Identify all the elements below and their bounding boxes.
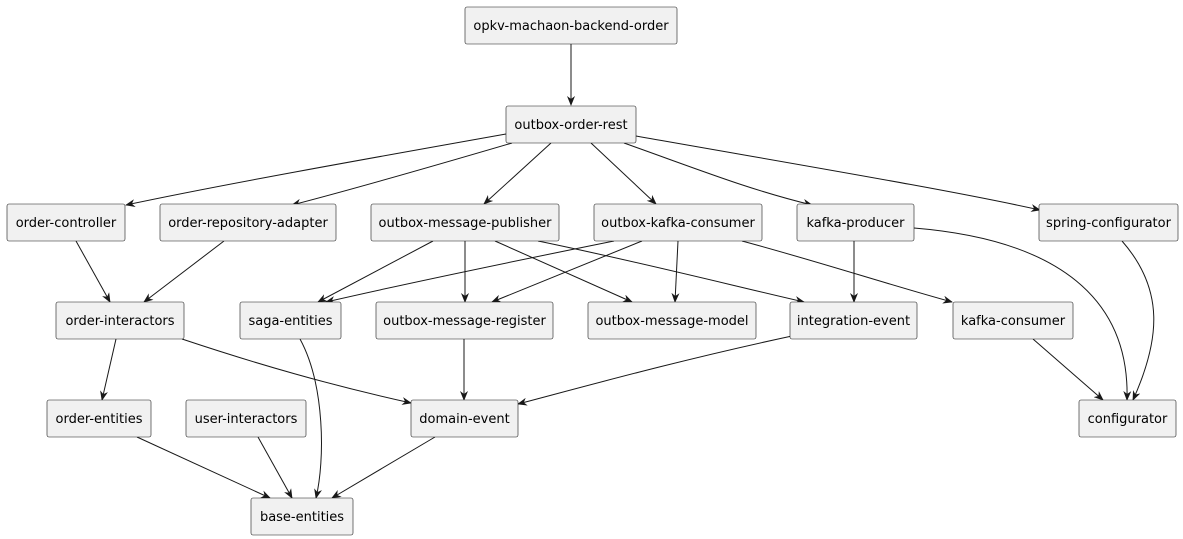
node-label: order-interactors <box>65 314 174 329</box>
edge-order-controller-to-order-interactors <box>75 240 111 303</box>
node-box <box>185 399 307 438</box>
edge-outbox-kafka-consumer-to-saga-entities <box>325 240 615 304</box>
node-base-entities: base-entities <box>250 497 354 536</box>
edge-order-interactors-to-domain-event <box>181 338 412 405</box>
node-kafka-consumer: kafka-consumer <box>952 301 1074 340</box>
node-box <box>410 399 519 438</box>
node-label: domain-event <box>419 412 509 427</box>
node-box <box>55 301 185 340</box>
node-box <box>952 301 1074 340</box>
node-box <box>6 203 126 242</box>
node-integration-event: integration-event <box>789 301 918 340</box>
node-label: base-entities <box>260 510 344 525</box>
node-label: order-controller <box>16 216 117 231</box>
node-box <box>587 301 757 340</box>
node-outbox-message-model: outbox-message-model <box>587 301 757 340</box>
edge-domain-event-to-base-entities <box>331 436 436 499</box>
edge-order-interactors-to-order-entities <box>100 338 117 401</box>
node-domain-event: domain-event <box>410 399 519 438</box>
edge-outbox-order-rest-to-kafka-producer <box>623 142 813 207</box>
edge-outbox-kafka-consumer-to-outbox-message-model <box>671 240 680 303</box>
node-label: spring-configurator <box>1046 216 1172 231</box>
edge-kafka-producer-to-configurator <box>913 227 1132 401</box>
node-box <box>250 497 354 536</box>
node-outbox-message-register: outbox-message-register <box>375 301 554 340</box>
nodes-layer: opkv-machaon-backend-order outbox-order-r… <box>6 6 1179 536</box>
edge-order-repository-adapter-to-order-interactors <box>143 240 225 303</box>
node-label: saga-entities <box>248 314 332 329</box>
edge-saga-entities-to-base-entities <box>299 338 322 499</box>
node-label: outbox-message-register <box>383 314 546 329</box>
node-box <box>464 6 678 45</box>
edge-outbox-order-rest-to-outbox-message-publisher <box>483 142 552 205</box>
node-box <box>789 301 918 340</box>
edge-kafka-consumer-to-configurator <box>1032 338 1104 401</box>
node-box <box>593 203 763 242</box>
node-box <box>796 203 915 242</box>
edge-outbox-message-publisher-to-integration-event <box>537 240 805 304</box>
edge-spring-configurator-to-configurator <box>1121 240 1155 401</box>
node-label: kafka-consumer <box>961 314 1066 329</box>
edge-outbox-message-publisher-to-outbox-message-model <box>494 240 633 303</box>
edges-layer <box>75 44 1155 499</box>
node-configurator: configurator <box>1078 399 1177 438</box>
node-opkv-machaon-backend-order: opkv-machaon-backend-order <box>464 6 678 45</box>
edge-integration-event-to-domain-event <box>517 335 793 406</box>
node-box <box>1078 399 1177 438</box>
node-label: outbox-kafka-consumer <box>601 216 755 231</box>
node-user-interactors: user-interactors <box>185 399 307 438</box>
node-label: opkv-machaon-backend-order <box>473 19 669 34</box>
node-label: user-interactors <box>195 412 298 427</box>
node-spring-configurator: spring-configurator <box>1038 203 1179 242</box>
node-box <box>505 105 637 144</box>
node-outbox-order-rest: outbox-order-rest <box>505 105 637 144</box>
node-box <box>375 301 554 340</box>
edge-outbox-order-rest-to-order-controller <box>125 133 507 208</box>
node-saga-entities: saga-entities <box>239 301 342 340</box>
node-kafka-producer: kafka-producer <box>796 203 915 242</box>
node-box <box>159 203 337 242</box>
edge-user-interactors-to-base-entities <box>257 436 293 499</box>
node-outbox-kafka-consumer: outbox-kafka-consumer <box>593 203 763 242</box>
edge-outbox-order-rest-to-order-repository-adapter <box>291 142 513 207</box>
edge-outbox-order-rest-to-spring-configurator <box>635 135 1041 212</box>
node-outbox-message-publisher: outbox-message-publisher <box>370 203 560 242</box>
node-label: outbox-order-rest <box>514 118 627 133</box>
node-label: outbox-message-publisher <box>379 216 553 231</box>
edge-order-entities-to-base-entities <box>136 436 271 499</box>
node-order-interactors: order-interactors <box>55 301 185 340</box>
node-label: integration-event <box>797 314 910 329</box>
node-label: kafka-producer <box>806 216 905 231</box>
edge-outbox-kafka-consumer-to-kafka-consumer <box>741 240 953 304</box>
node-order-controller: order-controller <box>6 203 126 242</box>
node-label: outbox-message-model <box>595 314 748 329</box>
edge-outbox-message-publisher-to-saga-entities <box>317 240 434 303</box>
node-box <box>46 399 152 438</box>
node-label: configurator <box>1088 412 1168 427</box>
node-box <box>1038 203 1179 242</box>
node-order-repository-adapter: order-repository-adapter <box>159 203 337 242</box>
node-box <box>239 301 342 340</box>
node-label: order-entities <box>56 412 143 427</box>
node-order-entities: order-entities <box>46 399 152 438</box>
node-box <box>370 203 560 242</box>
edge-outbox-order-rest-to-outbox-kafka-consumer <box>590 142 657 205</box>
edge-outbox-kafka-consumer-to-outbox-message-register <box>491 240 643 303</box>
node-label: order-repository-adapter <box>168 216 328 231</box>
